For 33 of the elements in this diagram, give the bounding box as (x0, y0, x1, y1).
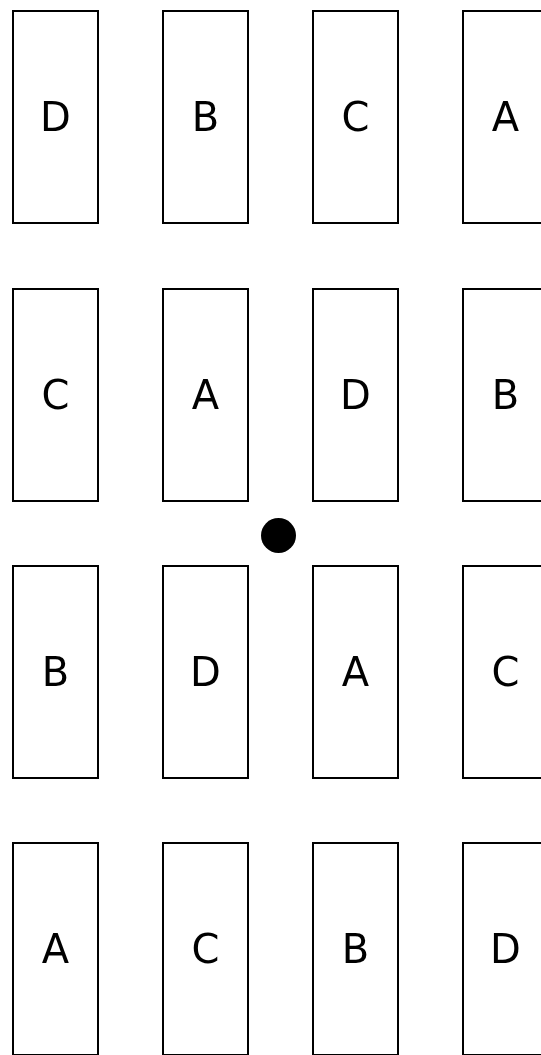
letter-box (162, 10, 249, 224)
box-letter: A (341, 652, 370, 692)
box-letter: B (341, 929, 370, 969)
dot-marker (261, 518, 296, 553)
box-letter: B (41, 652, 70, 692)
box-letter: A (491, 97, 520, 137)
box-letter: D (340, 375, 371, 415)
box-letter: C (341, 97, 370, 137)
letter-box (462, 565, 541, 779)
letter-box (162, 842, 249, 1055)
box-letter: B (191, 97, 220, 137)
letter-box (312, 288, 399, 502)
letter-box (12, 10, 99, 224)
letter-box (312, 565, 399, 779)
box-letter: A (41, 929, 70, 969)
box-letter: D (190, 652, 221, 692)
box-letter: C (191, 929, 220, 969)
letter-box (12, 842, 99, 1055)
letter-box (312, 10, 399, 224)
box-letter: A (191, 375, 220, 415)
box-letter: D (40, 97, 71, 137)
letter-box (312, 842, 399, 1055)
box-letter: C (41, 375, 70, 415)
letter-box (12, 565, 99, 779)
letter-box (462, 288, 541, 502)
letter-box (462, 10, 541, 224)
letter-box (162, 288, 249, 502)
box-letter: D (490, 929, 521, 969)
box-letter: B (491, 375, 520, 415)
letter-box (462, 842, 541, 1055)
letter-box (12, 288, 99, 502)
letter-box (162, 565, 249, 779)
box-letter: C (491, 652, 520, 692)
